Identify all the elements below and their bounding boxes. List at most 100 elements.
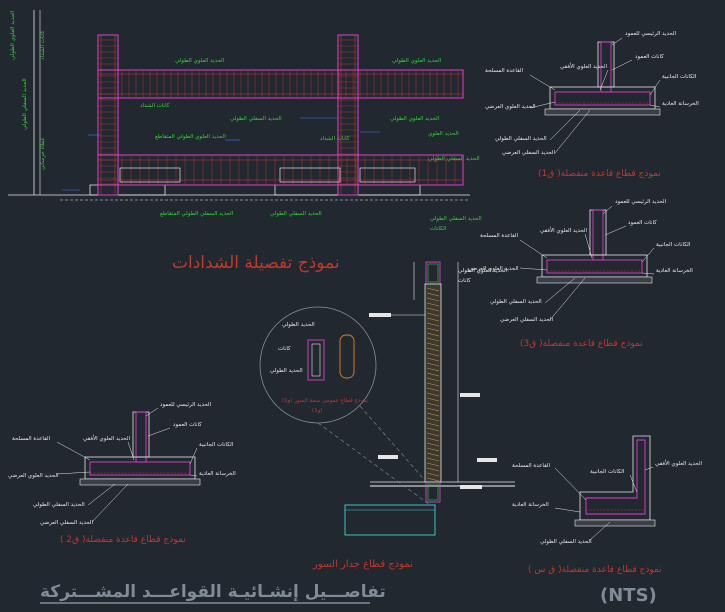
stirrup-line	[426, 417, 440, 422]
stirrup-line	[426, 372, 440, 377]
svg-text:الخرسانة العادية: الخرسانة العادية	[662, 101, 699, 107]
stirrup-line	[426, 467, 440, 472]
stirrup-line	[426, 382, 440, 387]
stirrup-line	[426, 472, 440, 477]
stirrup-line	[426, 402, 440, 407]
svg-text:الحديد الرئيسي للعمود: الحديد الرئيسي للعمود	[160, 402, 212, 408]
wall-section: الحديد العلوي الطولي كانات الحديد الطولي…	[259, 261, 515, 570]
svg-text:كانات الشداد: كانات الشداد	[140, 102, 170, 109]
stirrup-line	[426, 347, 440, 352]
svg-text:الحديد العلوي الطولي: الحديد العلوي الطولي	[390, 116, 440, 122]
stirrup-line	[426, 462, 440, 467]
zoom-note-line1: نموذج قطاع عمومي سمة السور (و1)	[282, 398, 368, 404]
stirrup-line	[426, 392, 440, 397]
svg-text:القاعدة المسلحة: القاعدة المسلحة	[12, 436, 51, 442]
footing-f3-section: الحديد الرئيسي للعمود كانات العمود الحدي…	[468, 199, 693, 349]
stirrup-line	[426, 357, 440, 362]
stirrup-line	[426, 432, 440, 437]
svg-text:كانات: كانات	[458, 277, 471, 284]
svg-text:الكانات: الكانات	[430, 225, 447, 232]
svg-text:الحديد العلوي العرضي: الحديد العلوي العرضي	[485, 104, 536, 110]
stirrup-line	[426, 362, 440, 367]
stirrup-line	[426, 447, 440, 452]
sheet-footer: تفاصـــيل إنشـائيـة القواعـــد المشـــتر…	[40, 582, 657, 606]
footing-fs-section: القاعدة المسلحة الكانات الجانبية الحديد …	[512, 435, 703, 575]
svg-text:كانات العمود: كانات العمود	[173, 421, 202, 428]
footing-f2-title: نموذج قطاع قاعدة منفصلة( ق2 )	[60, 535, 186, 545]
svg-text:الحديد الطولي: الحديد الطولي	[270, 368, 303, 374]
stirrup-line	[426, 327, 440, 332]
svg-text:الحديد السفلي الطولي: الحديد السفلي الطولي	[495, 136, 547, 142]
svg-text:الحديد العلوي الطولي المتقاطع: الحديد العلوي الطولي المتقاطع	[155, 134, 226, 140]
svg-text:الكانات الجانبية: الكانات الجانبية	[656, 241, 691, 248]
stirrup-line	[426, 337, 440, 342]
tie-beam-detail: الحديد العلوي الطولي الحديد السفلي الطول…	[8, 10, 482, 273]
svg-text:كانات العمود: كانات العمود	[628, 219, 657, 226]
svg-text:الخرسانة العادية: الخرسانة العادية	[656, 268, 693, 274]
stirrup-line	[426, 367, 440, 372]
svg-text:غطاء خرساني: غطاء خرساني	[40, 138, 46, 170]
stirrup-line	[426, 387, 440, 392]
stirrup-line	[426, 287, 440, 292]
stirrup-line	[426, 407, 440, 412]
svg-text:كانات: كانات	[278, 345, 291, 352]
tie-beam-title: نموذج تفصيلة الشدادات	[172, 253, 340, 273]
main-title: تفاصـــيل إنشـائيـة القواعـــد المشـــتر…	[40, 582, 386, 602]
stirrup-line	[426, 307, 440, 312]
svg-text:الحديد العلوي: الحديد العلوي	[428, 131, 459, 137]
footing-fs-title: نموذج قطاع قاعدة منفصلة( ق س )	[528, 565, 662, 575]
svg-text:الحديد العلوي الأفقي: الحديد العلوي الأفقي	[655, 459, 703, 467]
footing-f1-section: الحديد الرئيسي للعمود كانات العمود الحدي…	[485, 31, 699, 179]
stirrup-line	[426, 412, 440, 417]
svg-text:الحديد السفلي الطولي: الحديد السفلي الطولي	[22, 78, 28, 130]
stirrup-line	[426, 427, 440, 432]
svg-text:القاعدة المسلحة: القاعدة المسلحة	[480, 233, 519, 239]
stirrup-line	[426, 317, 440, 322]
footing-f1-title: نموذج قطاع قاعدة منفصلة( ق1)	[538, 169, 661, 179]
stirrup-line	[426, 312, 440, 317]
stirrup-line	[426, 332, 440, 337]
svg-text:الكانات الجانبية: الكانات الجانبية	[662, 73, 697, 80]
svg-text:الحديد الرئيسي للعمود: الحديد الرئيسي للعمود	[625, 31, 677, 37]
svg-text:الحديد السفلي الطولي: الحديد السفلي الطولي	[430, 216, 482, 222]
svg-text:الحديد السفلي العرضي: الحديد السفلي العرضي	[500, 317, 553, 323]
stirrup-line	[426, 342, 440, 347]
svg-text:الخرسانة العادية: الخرسانة العادية	[512, 502, 549, 508]
svg-text:الخرسانة العادية: الخرسانة العادية	[199, 471, 236, 477]
svg-text:الحديد العلوي الأفقي: الحديد العلوي الأفقي	[83, 434, 131, 442]
svg-text:الحديد العلوي الطولي: الحديد العلوي الطولي	[458, 268, 508, 274]
stirrup-line	[426, 422, 440, 427]
svg-text:كانات الشداد: كانات الشداد	[39, 30, 46, 60]
stirrup-line	[426, 397, 440, 402]
stirrup-line	[426, 297, 440, 302]
stirrup-line	[426, 292, 440, 297]
stirrup-line	[426, 442, 440, 447]
stirrup-line	[426, 322, 440, 327]
stirrup-line	[426, 302, 440, 307]
nts-label: (NTS)	[600, 585, 657, 606]
stirrup-line	[426, 377, 440, 382]
svg-text:الحديد العلوي الطولي: الحديد العلوي الطولي	[175, 58, 225, 64]
svg-text:الحديد العلوي العرضي: الحديد العلوي العرضي	[468, 266, 519, 272]
footing-f3-title: نموذج قطاع قاعدة منفصلة( ق3)	[520, 339, 643, 349]
svg-text:الحديد الرئيسي للعمود: الحديد الرئيسي للعمود	[615, 199, 667, 205]
svg-text:الحديد السفلي الطولي: الحديد السفلي الطولي	[230, 116, 282, 122]
svg-text:كانات العمود: كانات العمود	[635, 53, 664, 60]
svg-text:الحديد العلوي الأفقي: الحديد العلوي الأفقي	[560, 62, 608, 70]
svg-text:الحديد السفلي الطولي: الحديد السفلي الطولي	[540, 539, 592, 545]
wall-section-title: نموذج قطاع جدار السور	[312, 559, 413, 570]
svg-text:الحديد السفلي الطولي: الحديد السفلي الطولي	[490, 299, 542, 305]
svg-text:الحديد السفلي الطولي: الحديد السفلي الطولي	[428, 156, 480, 162]
svg-text:الحديد العلوي الطولي: الحديد العلوي الطولي	[10, 10, 16, 60]
svg-text:كانات الشداد: كانات الشداد	[320, 135, 350, 142]
svg-text:الكانات الجانبية: الكانات الجانبية	[199, 441, 234, 448]
svg-text:الحديد السفلي العرضي: الحديد السفلي العرضي	[502, 150, 555, 156]
svg-text:(و1): (و1)	[312, 408, 322, 414]
stirrup-line	[426, 437, 440, 442]
svg-text:الحديد السفلي الطولي: الحديد السفلي الطولي	[33, 502, 85, 508]
stirrup-line	[426, 477, 440, 482]
vertical-green-notes: الحديد العلوي الطولي الحديد السفلي الطول…	[10, 10, 46, 170]
stirrup-line	[426, 352, 440, 357]
